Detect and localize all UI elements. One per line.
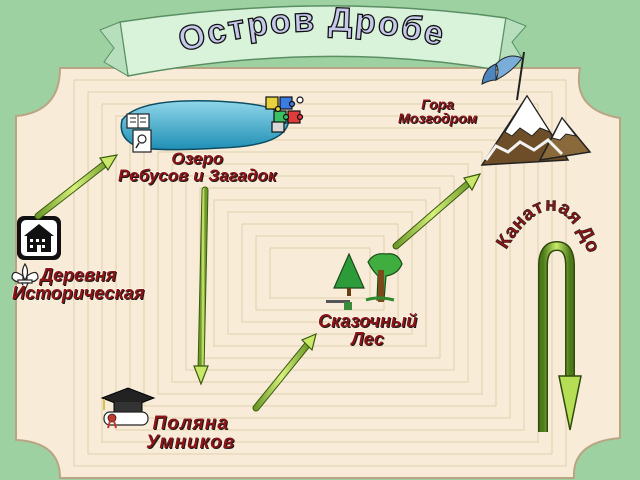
gora-name-line2: Мозгодром <box>398 110 478 126</box>
flag-icon <box>481 51 525 101</box>
polyana-name-line1: Поляна <box>152 413 229 434</box>
book-icon <box>126 113 152 153</box>
location-ozero-label: Озеро Ребусов и Загадок <box>118 150 276 184</box>
arrow-meadow-to-forest <box>252 332 317 412</box>
map-parchment <box>15 67 621 479</box>
location-derevnya-label: Деревня Историческая <box>12 266 144 302</box>
les-name-line2: Лес <box>351 329 384 349</box>
arrow-lake-to-meadow <box>193 186 209 386</box>
gora-name-line1: Гора <box>421 96 454 112</box>
location-gora-label: Гора Мозгодром <box>398 97 477 125</box>
polyana-name-line2: Умников <box>146 432 236 453</box>
map-rect-pattern <box>73 79 567 467</box>
les-name-line1: Сказочный <box>318 311 418 331</box>
arrow-forest-to-mountain <box>392 173 482 250</box>
location-les-label: Сказочный Лес <box>318 312 417 348</box>
derevnya-name-line1: Деревня <box>40 265 117 285</box>
location-polyana-label: Поляна Умников <box>146 414 235 452</box>
tree-icon <box>326 252 403 310</box>
house-icon <box>17 216 61 260</box>
ozero-name-part-a: Ребусов <box>118 166 189 185</box>
puzzle-icon <box>265 96 304 133</box>
diploma-icon <box>103 411 149 429</box>
fleur-de-lis-icon <box>11 262 39 292</box>
mountain-icon <box>480 94 592 166</box>
ozero-name-part-b: и Загадок <box>188 166 277 185</box>
derevnya-name-line2: Историческая <box>12 283 145 303</box>
cable-road-arrow <box>538 240 582 432</box>
ozero-name-line2: Ребусов и Загадок <box>118 167 276 184</box>
ozero-name-line1: Озеро <box>171 149 224 168</box>
arrow-village-to-lake <box>34 154 119 220</box>
